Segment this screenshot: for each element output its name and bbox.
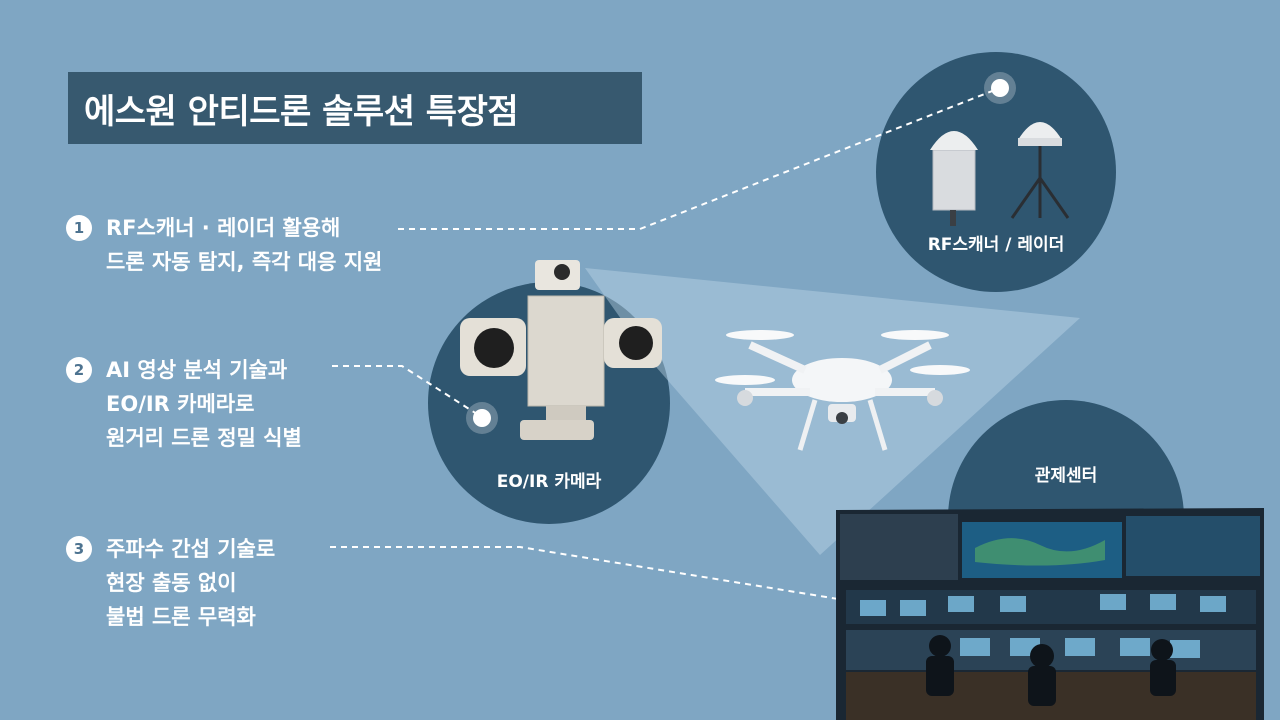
node-scanner (984, 72, 1016, 104)
rf-scanner-illustration (930, 131, 978, 226)
feature-number-badge: 2 (66, 357, 92, 383)
scanner-caption: RF스캐너 / 레이더 (927, 235, 1065, 255)
page-title: 에스원 안티드론 솔루션 특장점 (84, 91, 519, 132)
camera-caption: EO/IR 카메라 (496, 472, 602, 492)
feature-number-badge: 3 (66, 536, 92, 562)
control-center-caption: 관제센터 (1034, 466, 1098, 486)
title-box: 에스원 안티드론 솔루션 특장점 (68, 72, 642, 144)
feature-line: 드론 자동 탐지, 즉각 대응 지원 (106, 250, 383, 274)
feature-line: RF스캐너 · 레이더 활용해 (106, 216, 341, 240)
eo-ir-camera-illustration (460, 260, 662, 440)
drone-illustration (715, 330, 970, 451)
feature-line: 불법 드론 무력화 (106, 605, 256, 629)
feature-number-badge: 1 (66, 215, 92, 241)
feature-line: AI 영상 분석 기술과 (106, 358, 288, 382)
feature-line: EO/IR 카메라로 (106, 392, 255, 416)
connector-1 (398, 87, 1001, 230)
radar-illustration (1010, 122, 1070, 219)
connector-2 (332, 365, 481, 417)
connector-3 (330, 546, 931, 615)
feature-line: 원거리 드론 정밀 식별 (106, 426, 302, 450)
control-center-illustration (836, 508, 1264, 720)
node-camera (466, 402, 498, 434)
feature-line: 현장 출동 없이 (106, 571, 237, 595)
feature-line: 주파수 간섭 기술로 (106, 537, 276, 561)
